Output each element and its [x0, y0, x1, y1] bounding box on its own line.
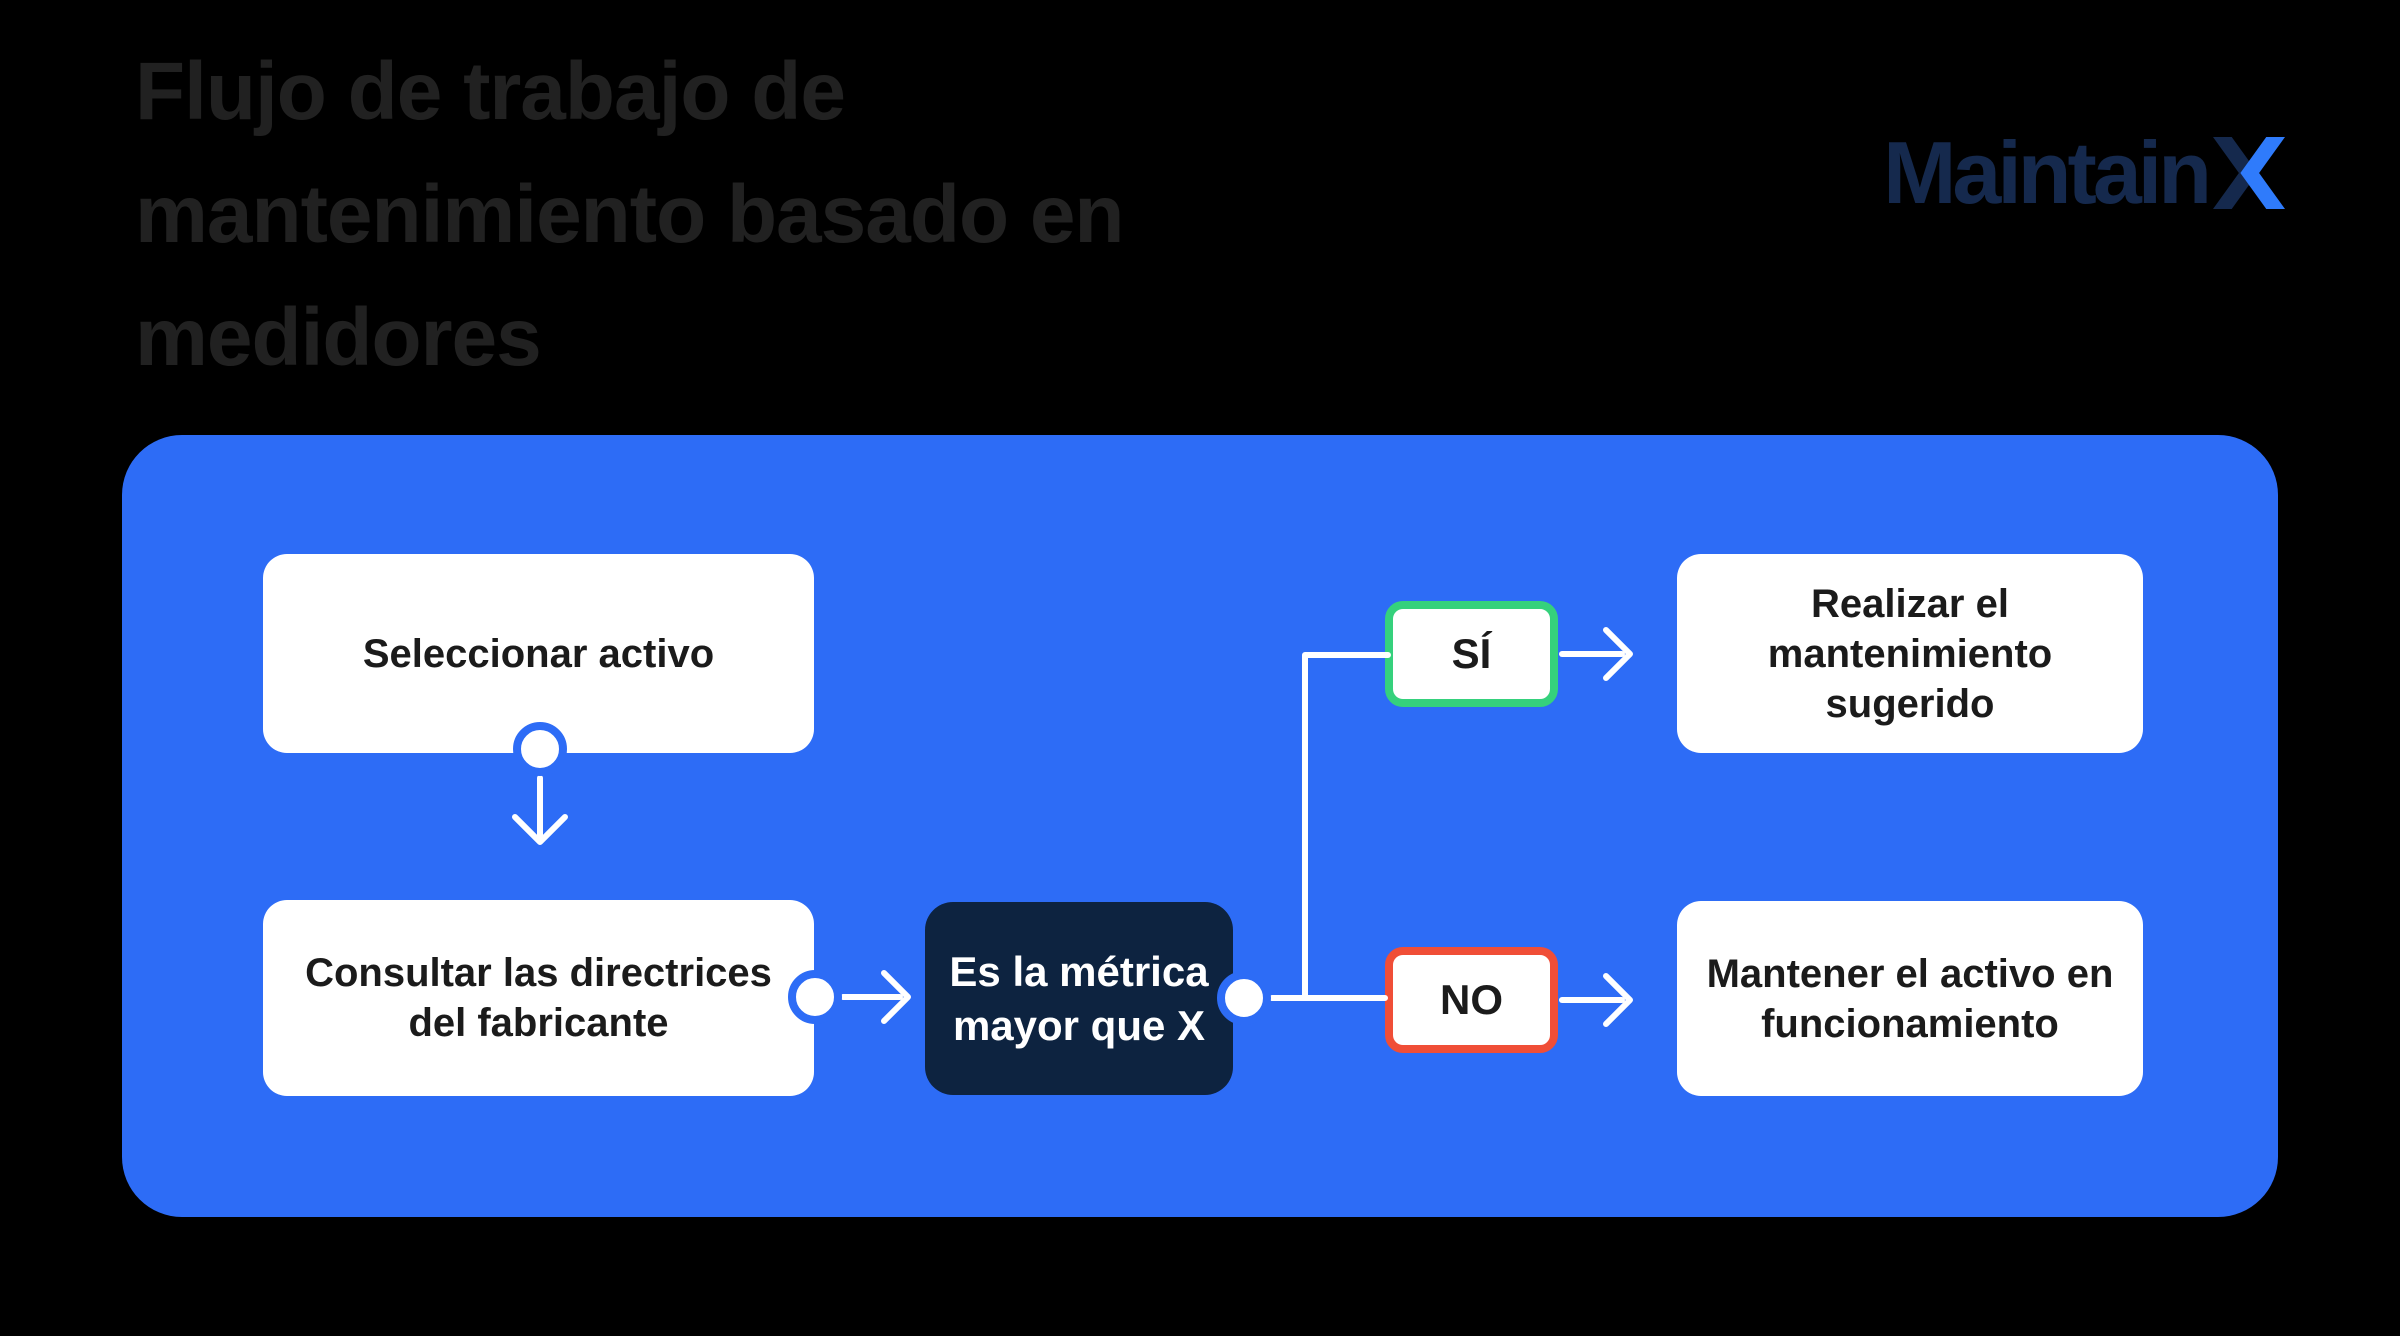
logo-x-icon	[2213, 137, 2285, 209]
maintainx-logo: Maintain	[1883, 128, 2285, 218]
node-branch-no: NO	[1385, 947, 1558, 1053]
node-realizar-mantenimiento: Realizar el mantenimiento sugerido	[1677, 554, 2143, 753]
logo-wordmark: Maintain	[1883, 123, 2212, 222]
node-seleccionar-activo: Seleccionar activo	[263, 554, 814, 753]
node-consultar-directrices: Consultar las directrices del fabricante	[263, 900, 814, 1096]
node-mantener-activo: Mantener el activo en funcionamiento	[1677, 901, 2143, 1096]
node-decision-es-la-metrica: Es la métrica mayor que X	[925, 902, 1233, 1095]
flowchart-panel	[122, 435, 2278, 1217]
page-title: Flujo de trabajo de mantenimiento basado…	[135, 46, 1125, 383]
node-branch-si: SÍ	[1385, 601, 1558, 707]
